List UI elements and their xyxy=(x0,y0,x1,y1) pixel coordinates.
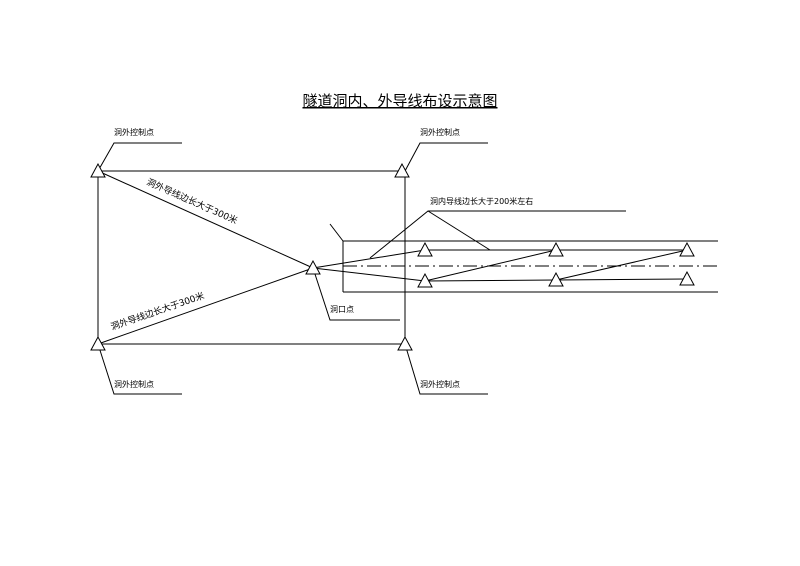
label-portal-point: 洞口点 xyxy=(330,304,354,314)
diagram-title: 隧道洞内、外导线布设示意图 xyxy=(302,92,497,110)
leader-tl xyxy=(97,142,182,172)
triangle-marker-tr xyxy=(394,162,410,178)
label-control-point-tl: 洞外控制点 xyxy=(114,127,154,137)
triangle-marker-portal xyxy=(305,259,321,275)
label-control-point-br: 洞外控制点 xyxy=(420,379,460,389)
label-control-point-tr: 洞外控制点 xyxy=(420,127,460,137)
triangle-marker-bl xyxy=(90,335,106,351)
leader-tr xyxy=(404,142,488,172)
inner-lower-traverse xyxy=(312,267,688,282)
triangle-marker-br xyxy=(397,335,413,351)
leader-br xyxy=(404,343,488,395)
lower-outer-traverse-line xyxy=(97,267,314,345)
triangle-marker-inner-l1 xyxy=(417,272,433,288)
inner-diagonal-1 xyxy=(424,249,557,282)
triangle-marker-inner-u1 xyxy=(417,241,433,257)
leader-portal xyxy=(312,267,400,321)
triangle-marker-inner-l3 xyxy=(679,270,695,286)
triangle-marker-tl xyxy=(90,162,106,178)
triangle-marker-inner-u3 xyxy=(679,241,695,257)
portal-slope-line xyxy=(329,223,344,242)
leader-inner-1 xyxy=(369,210,626,259)
leader-bl xyxy=(97,343,182,395)
label-control-point-bl: 洞外控制点 xyxy=(114,379,154,389)
label-upper-outer-length: 洞外导线边长大于300米 xyxy=(145,176,240,227)
triangle-marker-inner-l2 xyxy=(548,271,564,287)
inner-upper-traverse xyxy=(312,249,687,269)
label-inner-length: 洞内导线边长大于200米左右 xyxy=(430,196,533,206)
inner-diagonal-2 xyxy=(555,249,688,281)
upper-outer-traverse-line xyxy=(97,170,314,269)
outer-control-frame xyxy=(97,170,406,345)
triangle-marker-inner-u2 xyxy=(548,241,564,257)
leader-inner-2 xyxy=(427,210,491,251)
